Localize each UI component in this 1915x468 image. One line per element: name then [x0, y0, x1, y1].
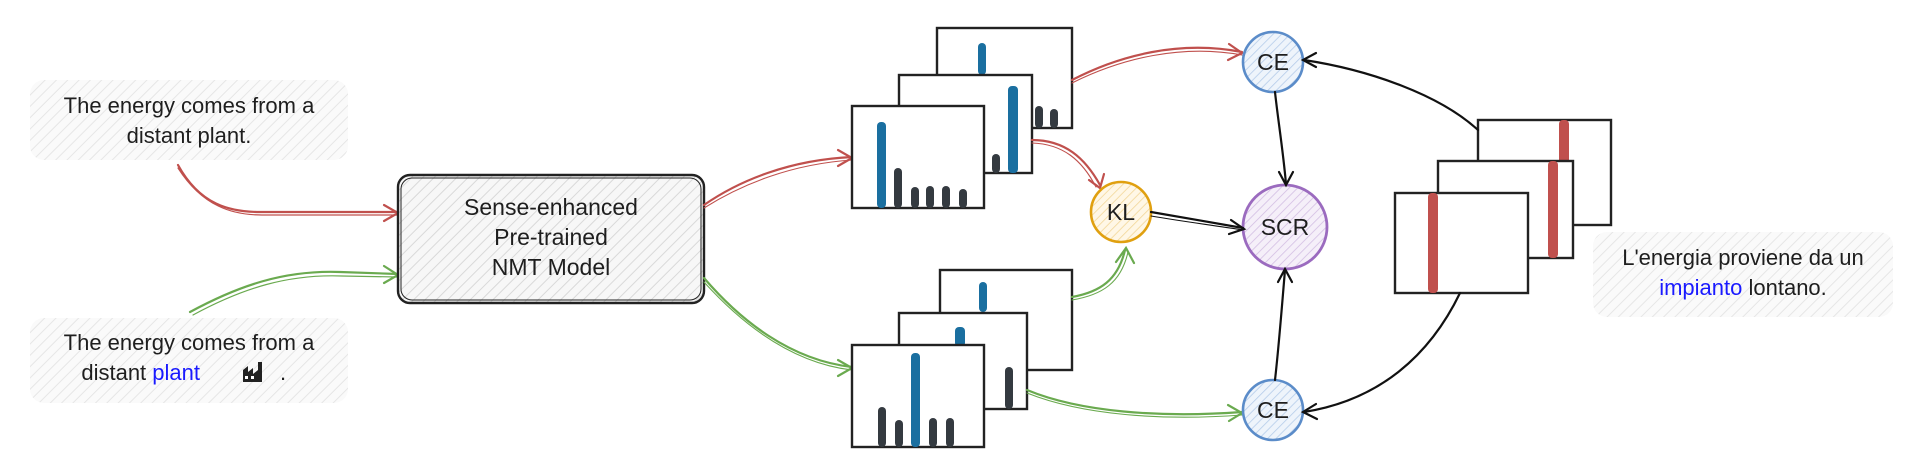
bar [1548, 161, 1558, 258]
bar [877, 122, 886, 208]
ce-bottom-to-scr-arrow [1273, 266, 1294, 382]
bar [979, 282, 987, 312]
bar [1050, 109, 1058, 128]
ce-bottom-node: CE [1241, 378, 1305, 442]
bar [959, 189, 967, 208]
bar [911, 187, 919, 208]
bottom-distribution-stack [850, 268, 1074, 449]
bar [1035, 106, 1043, 128]
bottom-dist-card-front [850, 343, 986, 449]
target-sentence-box: L'energia proviene da un impianto lontan… [1593, 232, 1893, 317]
top-dist-to-ce-arrow [1070, 42, 1245, 84]
ref-to-ce-top-arrow [1300, 51, 1480, 132]
source-sentence-box: The energy comes from a distant plant. [30, 80, 348, 160]
model-to-bottom-dist-arrow [702, 276, 855, 378]
bar [946, 418, 954, 447]
scr-node: SCR [1241, 183, 1329, 271]
target-sentence-line1: L'energia proviene da un [1622, 245, 1864, 270]
target-highlight-word: impianto [1659, 275, 1742, 300]
bar [1008, 86, 1018, 173]
kl-to-scr-arrow [1149, 210, 1247, 236]
model-label-line2: Pre-trained [494, 224, 608, 250]
target-sentence-suffix: lontano. [1742, 275, 1826, 300]
bar [894, 168, 902, 208]
ce-bottom-label: CE [1257, 397, 1289, 423]
bar [1005, 367, 1013, 409]
svg-text:impianto lontano.: impianto lontano. [1659, 275, 1827, 300]
ref-card-front [1393, 191, 1530, 295]
bar [955, 327, 965, 347]
sense-arrow [188, 264, 401, 316]
svg-text:distant plant: distant plant [81, 360, 200, 385]
bar [978, 43, 986, 75]
source-sentence-line1: The energy comes from a [64, 93, 315, 118]
bar [992, 154, 1000, 173]
factory-icon [243, 362, 262, 382]
model-to-top-dist-arrow [702, 148, 855, 209]
nmt-model-box: Sense-enhanced Pre-trained NMT Model [396, 173, 706, 305]
model-label-line1: Sense-enhanced [464, 194, 638, 220]
model-label-line3: NMT Model [492, 254, 610, 280]
bar [929, 418, 937, 447]
scr-label: SCR [1261, 214, 1310, 240]
bar [895, 420, 903, 447]
ce-top-to-scr-arrow [1273, 90, 1295, 188]
reference-distribution-stack [1393, 118, 1613, 295]
kl-node: KL [1089, 180, 1153, 244]
bottom-dist-to-kl-arrow [1070, 245, 1136, 301]
top-dist-card-front [850, 104, 986, 210]
kl-label: KL [1107, 199, 1135, 225]
bar [1428, 193, 1438, 293]
sense-sentence-prefix: distant [81, 360, 152, 385]
top-dist-to-kl-arrow [1030, 138, 1106, 190]
ce-top-label: CE [1257, 49, 1289, 75]
bar [911, 353, 920, 447]
top-distribution-stack [850, 26, 1074, 210]
bar [878, 407, 886, 447]
bottom-dist-to-ce-arrow [1025, 388, 1245, 423]
bar [926, 186, 934, 208]
source-sentence-line2: distant plant. [127, 123, 252, 148]
sense-highlight-word: plant [152, 360, 200, 385]
source-arrow [176, 163, 401, 223]
sense-sentence-suffix: . [280, 360, 286, 385]
sense-sentence-box: The energy comes from a distant plant . [30, 318, 348, 403]
sense-sentence-line1: The energy comes from a [64, 330, 315, 355]
ce-top-node: CE [1241, 30, 1305, 94]
bar [942, 186, 950, 208]
ref-to-ce-bottom-arrow [1300, 291, 1462, 421]
